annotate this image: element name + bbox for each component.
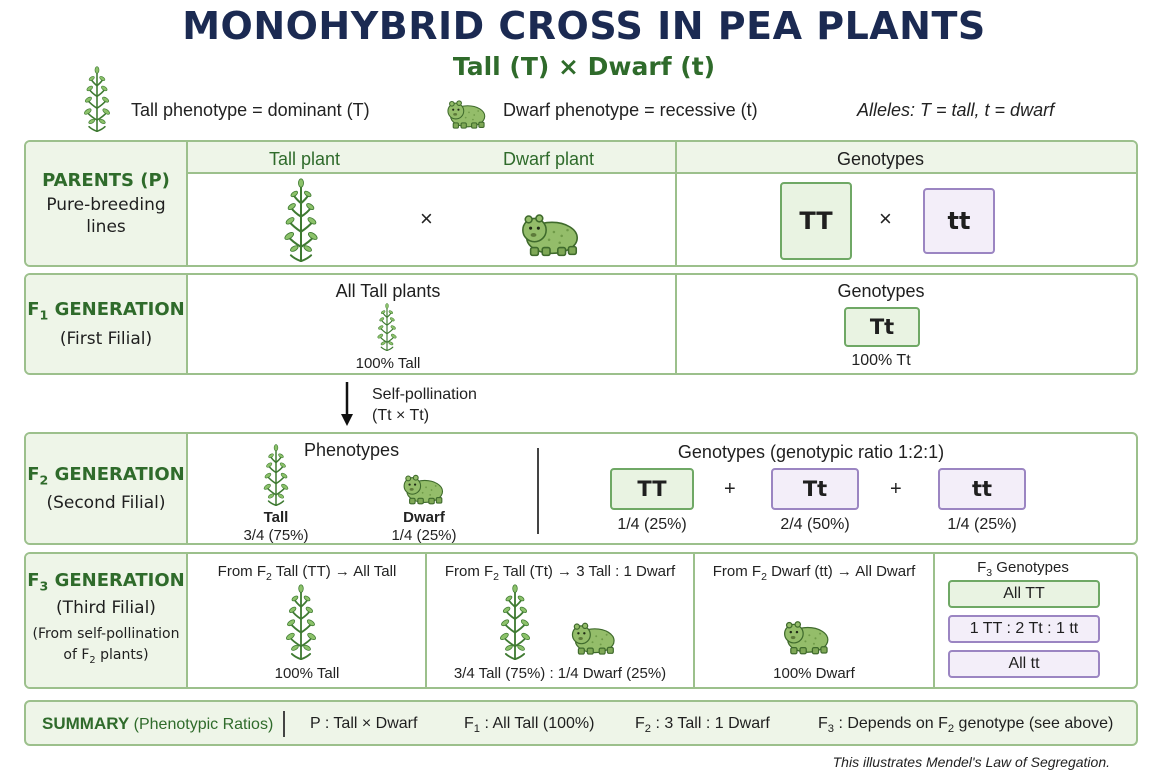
- f3-col1-label: 100% Tall: [274, 665, 340, 682]
- tall-plant-icon: [374, 303, 400, 351]
- tall-plant-icon: [261, 444, 291, 506]
- dwarf-plant-icon: [517, 208, 585, 258]
- divider: [283, 711, 285, 737]
- genotype-box-tt: tt: [923, 188, 995, 254]
- dwarf-plant-icon: [444, 96, 490, 130]
- f2-row-header: F2 GENERATION (Second Filial): [26, 434, 188, 543]
- tall-plant-icon: [277, 178, 325, 262]
- plus-symbol: +: [724, 478, 736, 500]
- f2-sub: (Second Filial): [46, 493, 166, 514]
- divider: [675, 142, 677, 265]
- f1-row-header: F1 GENERATION (First Filial): [26, 275, 188, 373]
- genotype-box-TT: TT: [610, 468, 694, 510]
- f2-dwarf-label: Dwarf: [403, 509, 445, 526]
- f1-geno-header: Genotypes: [837, 281, 925, 301]
- plus-symbol: +: [890, 478, 902, 500]
- tall-plant-icon: [496, 584, 534, 660]
- parents-header-band: [188, 142, 1136, 174]
- f3-box-all-TT: All TT: [948, 580, 1100, 608]
- parents-sub2: lines: [86, 217, 126, 237]
- f3-col1-header: From F2 Tall (TT) → All Tall: [217, 563, 397, 583]
- f2-title: F2 GENERATION: [27, 463, 185, 488]
- legend: Tall phenotype = dominant (T) Dwarf phen…: [0, 66, 1168, 134]
- summary-f1: F1 : All Tall (100%): [464, 715, 595, 736]
- parents-title: PARENTS (P): [42, 170, 170, 191]
- f1-pheno-header: All Tall plants: [335, 281, 441, 301]
- f1-geno-label: 100% Tt: [851, 352, 911, 369]
- footer-note: This illustrates Mendel's Law of Segrega…: [832, 754, 1110, 770]
- f3-box-mixed: 1 TT : 2 Tt : 1 tt: [948, 615, 1100, 643]
- divider: [675, 275, 677, 373]
- f1-pheno-label: 100% Tall: [355, 355, 421, 372]
- divider: [933, 554, 935, 687]
- self-pollination-cross: (Tt × Tt): [372, 407, 430, 424]
- tall-plant-header: Tall plant: [269, 149, 341, 169]
- dwarf-plant-icon: [780, 616, 834, 656]
- genotype-box-Tt: Tt: [771, 468, 859, 510]
- divider: [425, 554, 427, 687]
- tall-plant-icon: [282, 584, 320, 660]
- f2-dwarf-ratio: 1/4 (25%): [391, 527, 457, 544]
- page-title: MONOHYBRID CROSS IN PEA PLANTS: [182, 4, 986, 48]
- dwarf-plant-icon: [400, 470, 448, 506]
- f3-box-all-tt: All tt: [948, 650, 1100, 678]
- f2-ratio-tt: 1/4 (25%): [947, 516, 1017, 533]
- arrow-down-icon: [341, 382, 353, 426]
- genotype-box-Tt: Tt: [844, 307, 920, 347]
- f3-note: (From self-pollination of F2 plants): [32, 625, 180, 666]
- summary-f3: F3 : Depends on F2 genotype (see above): [818, 715, 1114, 736]
- genotypes-header: Genotypes: [837, 149, 925, 169]
- summary-title: SUMMARY (Phenotypic Ratios): [42, 714, 274, 733]
- f2-pheno-header: Phenotypes: [304, 440, 400, 460]
- f2-geno-header: Genotypes (genotypic ratio 1:2:1): [677, 442, 945, 462]
- legend-tall: Tall phenotype = dominant (T): [131, 100, 370, 120]
- legend-dwarf: Dwarf phenotype = recessive (t): [503, 100, 758, 120]
- parents-panel: PARENTS (P) Pure-breeding lines Tall pla…: [24, 140, 1138, 267]
- f3-panel: F3 GENERATION (Third Filial) (From self-…: [24, 552, 1138, 689]
- f3-col2-header: From F2 Tall (Tt) → 3 Tall : 1 Dwarf: [444, 563, 676, 583]
- f3-genotypes-header: F3 Genotypes: [977, 559, 1069, 579]
- summary-panel: SUMMARY (Phenotypic Ratios) P : Tall × D…: [24, 700, 1138, 746]
- genotype-box-tt: tt: [938, 468, 1026, 510]
- parents-row-header: PARENTS (P) Pure-breeding lines: [26, 142, 188, 265]
- parents-sub1: Pure-breeding: [46, 195, 166, 215]
- f3-title: F3 GENERATION: [27, 570, 185, 594]
- cross-symbol: ×: [420, 206, 433, 231]
- f1-panel: F1 GENERATION (First Filial) All Tall pl…: [24, 273, 1138, 375]
- f1-sub: (First Filial): [59, 328, 153, 349]
- self-pollination-label: Self-pollination: [372, 386, 477, 403]
- divider: [537, 448, 539, 534]
- divider: [693, 554, 695, 687]
- summary-f2: F2 : 3 Tall : 1 Dwarf: [635, 715, 770, 736]
- f3-col3-label: 100% Dwarf: [773, 665, 855, 682]
- f2-panel: F2 GENERATION (Second Filial) Phenotypes…: [24, 432, 1138, 545]
- f2-tall-ratio: 3/4 (75%): [243, 527, 309, 544]
- f2-tall-label: Tall: [263, 509, 289, 526]
- summary-p: P : Tall × Dwarf: [310, 715, 418, 732]
- cross-symbol: ×: [879, 206, 892, 231]
- page-subtitle: Tall (T) × Dwarf (t): [452, 52, 716, 81]
- dwarf-plant-icon: [568, 618, 620, 656]
- dwarf-plant-header: Dwarf plant: [503, 149, 595, 169]
- legend-alleles: Alleles: T = tall, t = dwarf: [857, 100, 1055, 120]
- f3-row-header: F3 GENERATION (Third Filial) (From self-…: [26, 554, 188, 687]
- f2-ratio-Tt: 2/4 (50%): [780, 516, 850, 533]
- f3-col3-header: From F2 Dwarf (tt) → All Dwarf: [712, 563, 916, 583]
- f3-sub: (Third Filial): [56, 597, 156, 618]
- f3-col2-label: 3/4 Tall (75%) : 1/4 Dwarf (25%): [453, 665, 667, 682]
- f1-title: F1 GENERATION: [27, 299, 185, 323]
- tall-plant-icon: [82, 66, 112, 132]
- genotype-box-TT: TT: [780, 182, 852, 260]
- f2-ratio-TT: 1/4 (25%): [617, 516, 687, 533]
